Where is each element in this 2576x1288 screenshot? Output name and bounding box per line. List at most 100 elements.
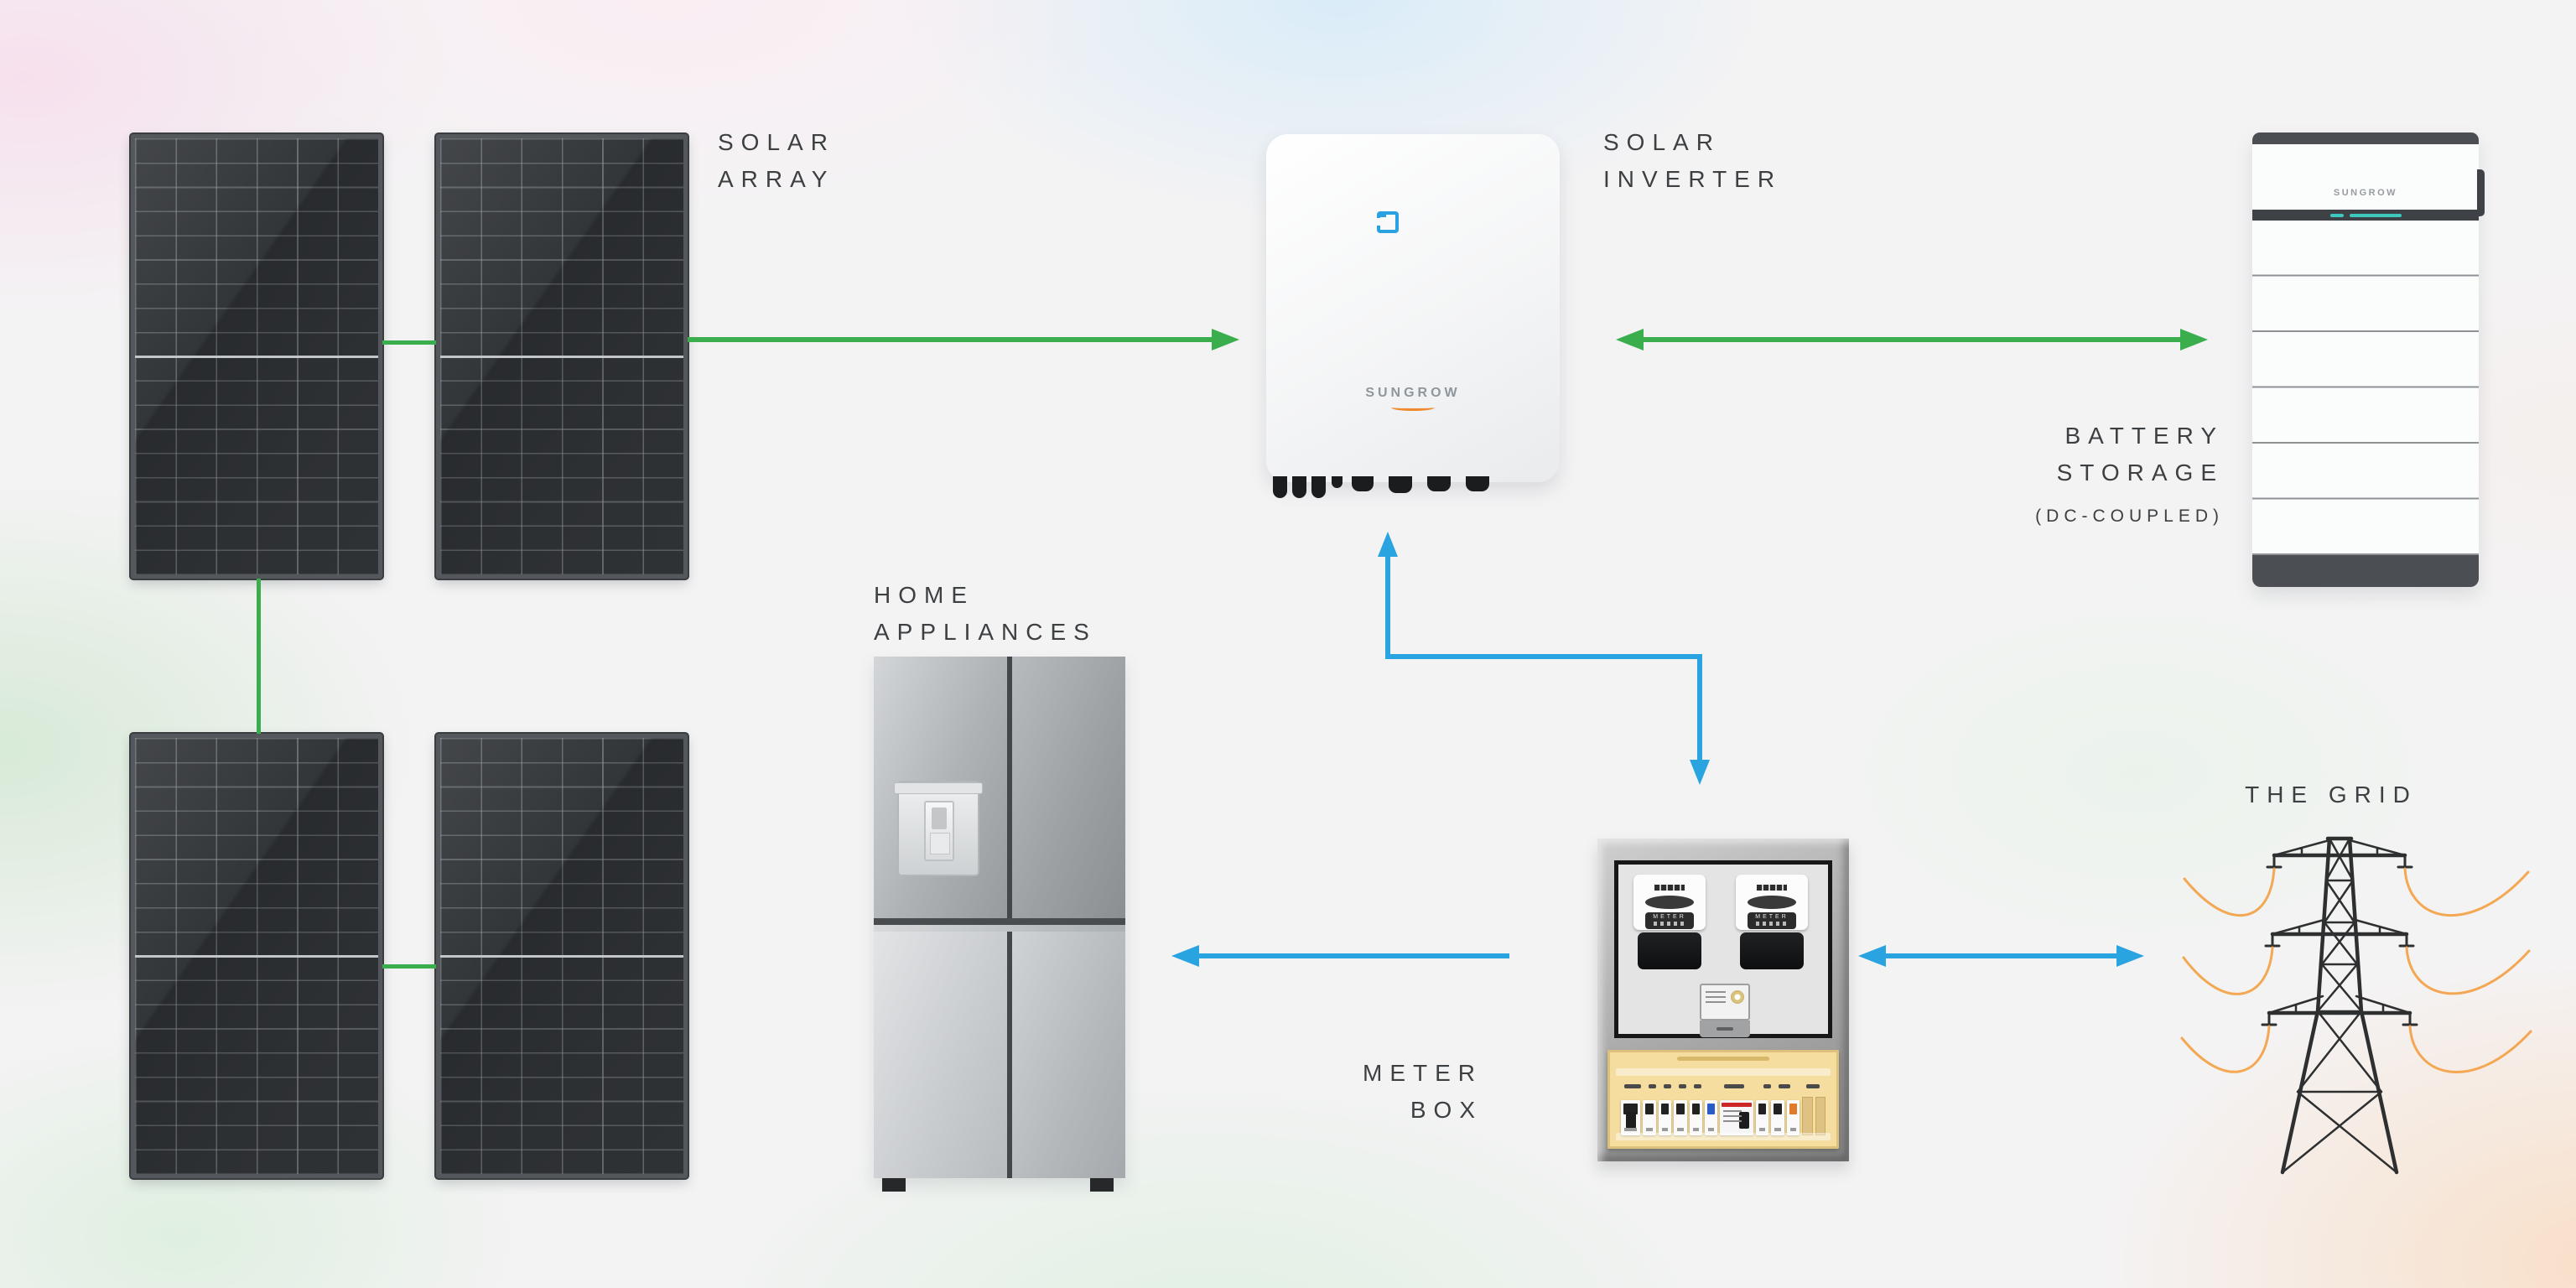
meter-digit-display: [1750, 883, 1794, 892]
fridge-door-upper-right: [1012, 657, 1125, 918]
panel-blank-slat: [1802, 1097, 1813, 1135]
label-line: SOLAR: [718, 129, 835, 155]
label-line: INVERTER: [1603, 166, 1783, 192]
terminal: [1806, 1084, 1820, 1088]
solar-cells: [135, 738, 378, 1174]
brand-swoosh-icon: [1391, 404, 1435, 411]
meter-face: METER: [1633, 875, 1706, 930]
flow-inverter-battery-line: [1642, 337, 2182, 342]
terminal: [1649, 1084, 1656, 1088]
battery-module-stack: [2252, 221, 2479, 555]
terminal: [1694, 1084, 1701, 1088]
label-line: STORAGE: [2056, 460, 2224, 486]
relay-base: [1700, 1021, 1750, 1037]
electricity-meter: METER: [1633, 875, 1706, 969]
relay-card: [1700, 984, 1750, 1021]
breaker-main-switch: [1621, 1100, 1641, 1135]
fridge-door-lower-left: [874, 932, 1007, 1178]
dispenser-ledge: [894, 782, 983, 794]
panel-highlight-band: [1616, 1068, 1831, 1076]
label-solar-inverter: SOLAR INVERTER: [1603, 124, 1782, 198]
arrowhead-right-icon: [2116, 945, 2144, 967]
panel-highlight-band: [1616, 1133, 1831, 1140]
inverter-port: [1311, 476, 1326, 498]
arrowhead-left-icon: [1858, 945, 1886, 967]
sungrow-logo-icon: [1375, 211, 1399, 233]
fridge-foot: [1090, 1178, 1114, 1192]
pv-string-link-top: [382, 340, 436, 345]
label-line: BOX: [1410, 1097, 1483, 1123]
terminal: [1679, 1084, 1686, 1088]
fridge-door-upper-left: [874, 657, 1007, 918]
meter-unit-label: METER: [1755, 914, 1789, 920]
arrowhead-down-icon: [1690, 760, 1710, 785]
battery-storage-unit: SUNGROW: [2252, 132, 2485, 587]
battery-head-section: SUNGROW: [2252, 144, 2479, 210]
terminal: [1779, 1084, 1790, 1088]
label-line: HOME: [874, 582, 974, 608]
fridge-foot: [882, 1178, 906, 1192]
safety-switch-rcd: [1720, 1100, 1753, 1135]
solar-cells: [135, 138, 378, 574]
label-the-grid: THE GRID: [2214, 776, 2449, 813]
label-line: METER: [1363, 1060, 1483, 1086]
terminal: [1664, 1084, 1671, 1088]
arrowhead-right-icon: [2180, 329, 2208, 351]
panel-slot: [1677, 1057, 1769, 1061]
inverter-port: [1352, 476, 1374, 491]
arrowhead-up-icon: [1378, 532, 1398, 557]
solar-panel-3: [131, 734, 382, 1178]
water-dispenser: [894, 781, 983, 876]
battery-side-handle: [2477, 169, 2485, 216]
panel-blank-slat: [1815, 1097, 1826, 1135]
meter-lower-housing: [1740, 932, 1804, 969]
flow-meter-to-appliances-line: [1199, 953, 1509, 958]
label-line: SOLAR: [1603, 129, 1721, 155]
label-line: BATTERY: [2064, 423, 2224, 449]
meter-label-plate: METER: [1645, 912, 1694, 929]
terminal: [1763, 1084, 1771, 1088]
inverter-brand-text: SUNGROW: [1365, 386, 1461, 400]
solar-panel-1: [131, 134, 382, 579]
battery-brand-text: SUNGROW: [2333, 188, 2398, 198]
inverter-port: [1292, 476, 1306, 498]
solar-panel-4: [436, 734, 688, 1178]
meter-relay-device: [1700, 984, 1750, 1037]
label-line: ARRAY: [718, 166, 835, 192]
battery-led-bar: [2252, 210, 2479, 221]
flow-array-to-inverter-line: [688, 337, 1214, 342]
meter-dial: [1748, 896, 1796, 909]
solar-panel-2: [436, 134, 688, 579]
fridge-trim-band: [874, 925, 1125, 932]
battery-top-cap: [2252, 132, 2479, 144]
label-battery-storage: BATTERY STORAGE (DC-COUPLED): [1945, 418, 2224, 535]
flow-inverter-meter-line: [1697, 654, 1702, 761]
meter-unit-label: METER: [1653, 914, 1686, 920]
breaker-module: [1643, 1100, 1656, 1135]
solar-inverter-unit: SUNGROW: [1266, 134, 1560, 482]
label-line: THE GRID: [2245, 782, 2418, 808]
meter-compartment: METER METER: [1614, 860, 1832, 1038]
switch-toggle: [1626, 1112, 1637, 1129]
arrowhead-right-icon: [1212, 329, 1239, 351]
breaker-module: [1705, 1100, 1718, 1135]
label-home-appliances: HOME APPLIANCES: [874, 577, 1097, 651]
led-indicator-icon: [2349, 213, 2402, 217]
breaker-module: [1755, 1100, 1769, 1135]
switch-toggle: [1738, 1112, 1749, 1129]
refrigerator: [874, 657, 1125, 1192]
meter-label-plate: METER: [1748, 912, 1796, 929]
battery-base: [2252, 555, 2479, 587]
meter-dial: [1645, 896, 1694, 909]
flow-meter-grid-line: [1884, 953, 2117, 958]
power-wires: [2180, 867, 2532, 1073]
solar-cells: [440, 738, 683, 1174]
breaker-module: [1674, 1100, 1687, 1135]
label-solar-array: SOLAR ARRAY: [718, 124, 835, 198]
breaker-panel: [1607, 1050, 1839, 1149]
pv-string-link-bottom: [382, 964, 436, 969]
breaker-module: [1771, 1100, 1784, 1135]
meter-box-unit: METER METER: [1597, 839, 1849, 1161]
fridge-door-lower-right: [1012, 932, 1125, 1178]
